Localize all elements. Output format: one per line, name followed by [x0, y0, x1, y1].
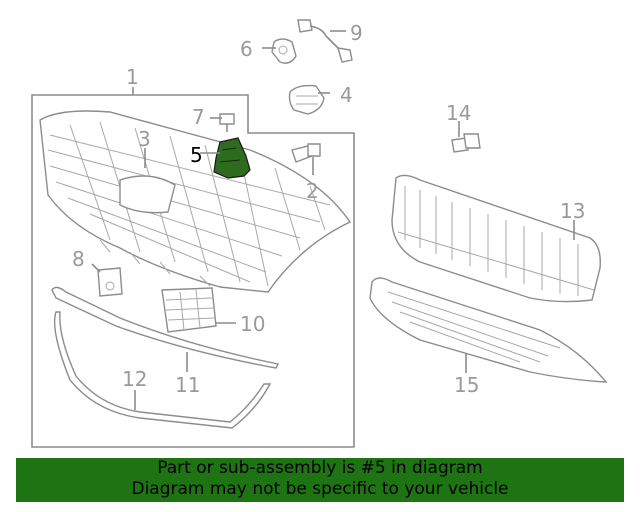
- callout-6: 6: [240, 37, 253, 61]
- part-6-clip: [271, 38, 297, 64]
- part-4-sensor: [288, 84, 325, 115]
- callout-5: 5: [190, 143, 203, 167]
- part-13-shutter: [391, 174, 601, 303]
- leader-lines: [91, 30, 575, 410]
- callout-9: 9: [350, 21, 363, 45]
- part-15-lower-grille: [369, 277, 608, 383]
- callout-12: 12: [122, 367, 147, 391]
- part-11-moulding: [51, 286, 280, 369]
- callout-8: 8: [72, 247, 85, 271]
- part-10-insert: [161, 287, 217, 333]
- callout-7: 7: [192, 105, 205, 129]
- callout-11: 11: [175, 373, 200, 397]
- grille-part-3: [39, 110, 352, 293]
- part-7-pin: [219, 113, 235, 132]
- callout-13: 13: [560, 199, 585, 223]
- part-9-harness: [297, 19, 353, 63]
- part-8-bracket: [97, 267, 123, 297]
- banner-line-2: Diagram may not be specific to your vehi…: [131, 479, 509, 499]
- banner-line-1: Part or sub-assembly is #5 in diagram: [157, 458, 483, 478]
- callout-15: 15: [454, 373, 479, 397]
- callout-14: 14: [446, 101, 471, 125]
- part-12-strip: [53, 311, 272, 429]
- part-5-highlighted-bracket: [213, 137, 251, 179]
- callout-2: 2: [306, 179, 319, 203]
- callout-4: 4: [340, 83, 353, 107]
- part-14-bolt: [451, 133, 481, 153]
- callout-10: 10: [240, 312, 265, 336]
- assembly-1-box: [31, 94, 355, 448]
- callout-3: 3: [138, 127, 151, 151]
- callout-1: 1: [126, 65, 139, 89]
- info-banner: Part or sub-assembly is #5 in diagram Di…: [16, 458, 624, 502]
- part-2-screw: [291, 143, 321, 163]
